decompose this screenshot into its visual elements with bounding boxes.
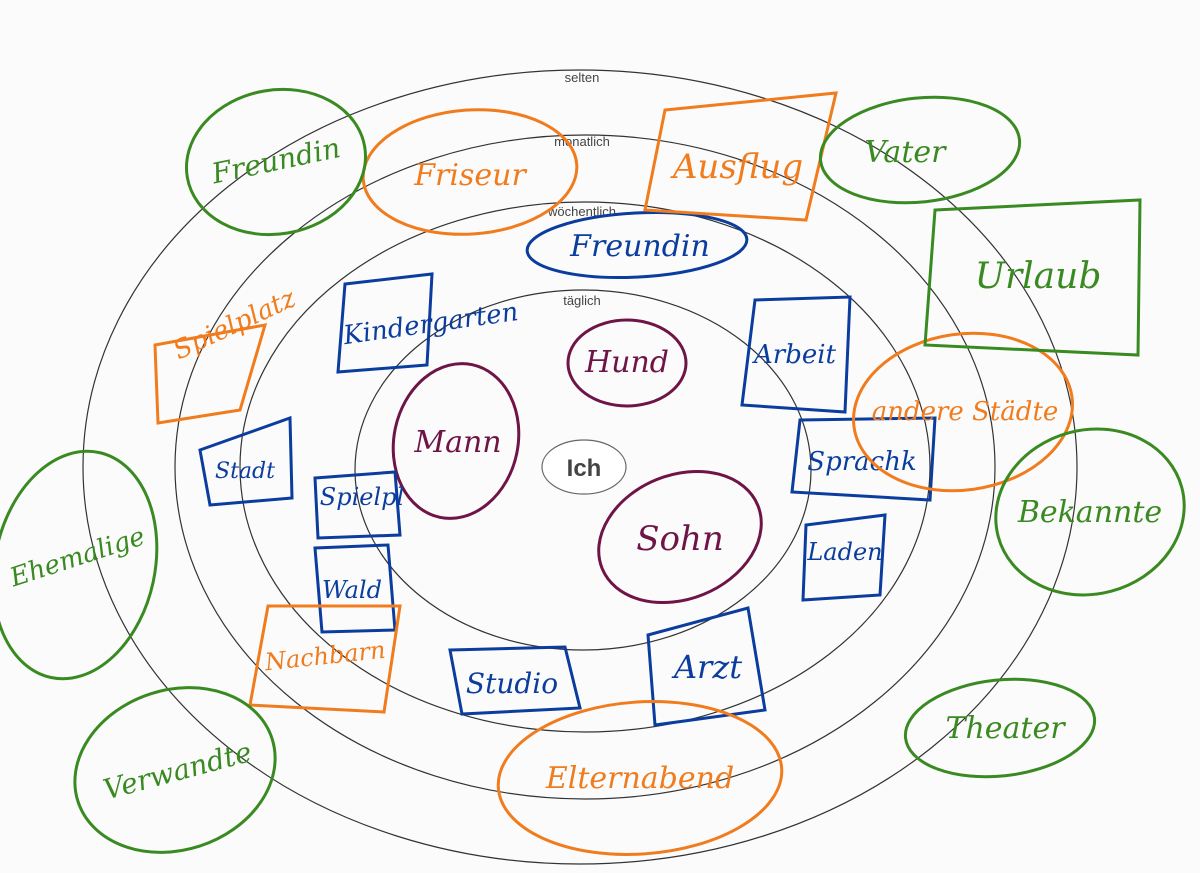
note-sohn-label: Sohn bbox=[636, 519, 724, 559]
ring-label-selten: selten bbox=[565, 70, 600, 85]
center-label: Ich bbox=[567, 455, 602, 482]
note-arzt: Arzt bbox=[646, 606, 767, 727]
ring-selten bbox=[82, 69, 1078, 865]
note-studio-label: Studio bbox=[466, 667, 558, 700]
note-theater-label: Theater bbox=[945, 711, 1066, 746]
note-bekannte-label: Bekannte bbox=[1017, 495, 1162, 530]
note-theater: Theater bbox=[903, 677, 1097, 779]
ring-monatlich bbox=[174, 134, 996, 800]
note-elternabend-label: Elternabend bbox=[545, 761, 734, 796]
note-andere-staedte-label: andere Städte bbox=[872, 397, 1059, 427]
note-spielplatz-blue-label: Spielpl bbox=[320, 483, 404, 511]
rings bbox=[82, 69, 1078, 865]
note-friseur: Friseur bbox=[361, 108, 579, 236]
note-elternabend: Elternabend bbox=[496, 700, 784, 856]
note-hund-label: Hund bbox=[584, 345, 669, 380]
note-mann-label: Mann bbox=[413, 425, 501, 460]
note-arbeit-label: Arbeit bbox=[752, 340, 837, 370]
note-friseur-label: Friseur bbox=[413, 158, 527, 193]
note-sohn: Sohn bbox=[597, 469, 763, 605]
note-laden-label: Laden bbox=[806, 538, 882, 566]
note-urlaub-label: Urlaub bbox=[975, 256, 1102, 297]
note-stadt-label: Stadt bbox=[215, 459, 275, 484]
note-arzt-label: Arzt bbox=[671, 648, 742, 686]
note-wald-label: Wald bbox=[322, 576, 382, 604]
note-freundin-blue-label: Freundin bbox=[569, 229, 710, 264]
center-node bbox=[541, 439, 627, 495]
note-vater-label: Vater bbox=[865, 135, 948, 170]
note-studio: Studio bbox=[448, 645, 582, 716]
note-andere-staedte: andere Städte bbox=[852, 331, 1074, 493]
note-mann: Mann bbox=[391, 362, 521, 520]
note-hund: Hund bbox=[566, 318, 688, 408]
note-stadt: Stadt bbox=[198, 415, 294, 507]
note-ausflug: Ausflug bbox=[643, 91, 838, 222]
note-freundin-blue: Freundin bbox=[525, 211, 749, 279]
ring-taeglich bbox=[354, 289, 812, 651]
note-bekannte: Bekannte bbox=[994, 427, 1186, 597]
note-urlaub: Urlaub bbox=[923, 198, 1142, 357]
ring-label-taeglich: täglich bbox=[563, 293, 601, 308]
note-arbeit: Arbeit bbox=[740, 295, 852, 414]
note-ausflug-label: Ausflug bbox=[670, 147, 803, 187]
note-spielplatz-blue: Spielpl bbox=[313, 470, 404, 540]
note-vater: Vater bbox=[818, 95, 1022, 205]
note-laden: Laden bbox=[801, 513, 887, 602]
ring-woechentlich bbox=[239, 201, 931, 733]
